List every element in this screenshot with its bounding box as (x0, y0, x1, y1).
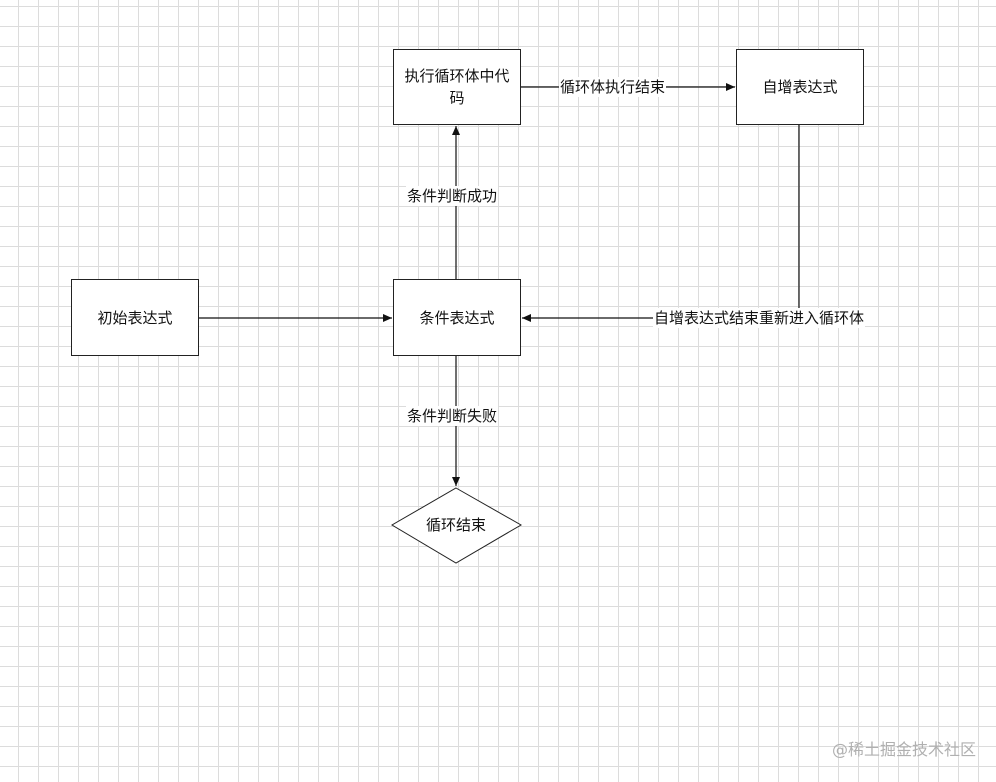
node-increment-label: 自增表达式 (762, 78, 838, 96)
edge-label-condition-fail: 条件判断失败 (406, 406, 499, 426)
node-init-label: 初始表达式 (97, 308, 173, 327)
node-condition-label: 条件表达式 (419, 308, 495, 327)
edge-label-increment-reenter: 自增表达式结束重新进入循环体 (653, 308, 866, 328)
node-execute-body: 执行循环体中代码 (393, 49, 521, 125)
node-condition: 条件表达式 (393, 279, 521, 356)
edge-label-condition-success: 条件判断成功 (406, 186, 499, 206)
watermark-text: @稀土掘金技术社区 (831, 740, 976, 759)
edge-label-body-finished: 循环体执行结束 (559, 77, 667, 97)
node-execute-body-label: 执行循环体中代码 (404, 67, 510, 107)
node-loop-end-label: 循环结束 (425, 516, 486, 534)
loop-end-diamond (391, 487, 523, 564)
edge-increment-to-condition (522, 125, 800, 322)
node-increment: 自增表达式 (736, 49, 864, 125)
node-init: 初始表达式 (71, 279, 199, 356)
